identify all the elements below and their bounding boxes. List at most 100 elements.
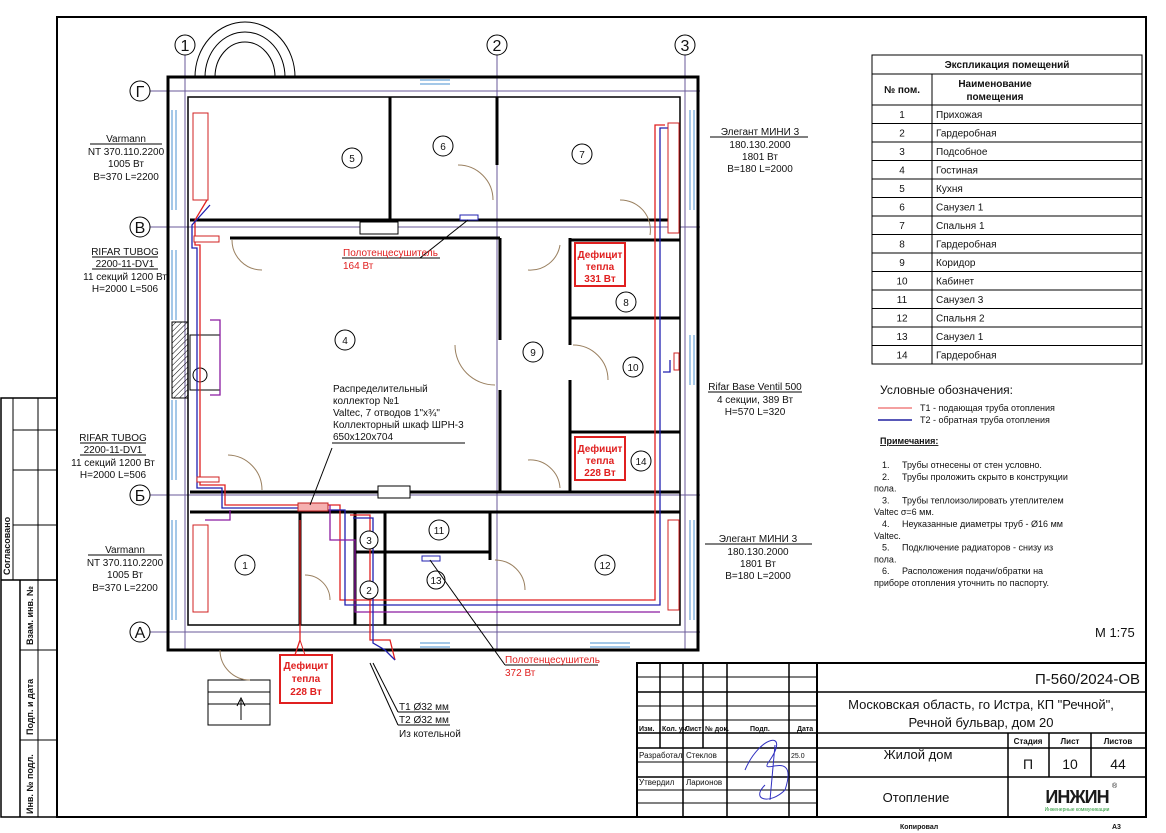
tb-hdr-date: Дата [797,726,813,733]
svg-text:Дефицит: Дефицит [578,249,623,261]
svg-text:B=180 L=2000: B=180 L=2000 [725,571,791,582]
tb-hdr-sign: Подп. [750,726,770,733]
svg-text:H=2000 L=506: H=2000 L=506 [80,470,147,481]
explication-row-number: 5 [899,184,905,195]
annotation-inlet: T1 Ø32 мм T2 Ø32 мм Из котельной [369,662,461,740]
deficit-room-14: Дефицит тепла 228 Вт [574,436,626,481]
axis-label: Г [136,84,145,101]
tb-address-2: Речной бульвар, дом 20 [909,715,1054,730]
explication-row-name: Прихожая [936,110,982,121]
room-number: 14 [635,457,647,468]
notes-list: 1. Трубы отнесены от стен условно.2. Тру… [874,460,1068,588]
svg-text:Коллекторный шкаф ШРН-3: Коллекторный шкаф ШРН-3 [333,419,464,431]
room-number: 3 [366,536,372,547]
annotation-radiator-room-12: Элегант МИНИ 3 180.130.2000 1801 Вт B=18… [705,534,812,582]
note-line: 3. Трубы теплоизолировать утеплителем [882,495,1064,505]
svg-text:372 Вт: 372 Вт [505,668,536,679]
room-markers: 1 2 3 4 5 6 7 8 9 10 11 12 13 14 [234,135,652,600]
svg-text:11 секций 1200 Вт: 11 секций 1200 Вт [71,458,155,469]
explication-table: Экспликация помещений № пом. Наименовани… [871,54,1143,365]
windows [171,79,695,648]
heat-deficit-boxes: Дефицит тепла 331 Вт Дефицит тепла 228 В… [279,242,626,704]
explication-row-name: Кабинет [936,276,974,288]
svg-text:B=370 L=2200: B=370 L=2200 [93,172,159,183]
explication-col-name-1: Наименование [958,79,1032,90]
annotation-radiator-room-5: Varmann NT 370.110.2200 1005 Вт B=370 L=… [88,134,165,183]
svg-text:Из котельной: Из котельной [399,729,461,740]
side-stamp: Согласовано Взам. инв. № Подп. и дата Ин… [0,397,58,818]
tb-hdr-doc: № док. [705,725,729,733]
annotation-towel-dryer-2: Полотенцесушитель 372 Вт [429,559,600,679]
scale-label: М 1:75 [1095,625,1135,640]
explication-row-number: 11 [897,295,908,306]
annotation-tubog-bottom: RIFAR TUBOG 2200-11-DV1 11 секций 1200 В… [71,433,155,481]
tb-sheet-title: Отопление [883,790,950,805]
explication-row-name: Гардеробная [936,128,997,140]
svg-text:B=370 L=2200: B=370 L=2200 [92,583,158,594]
tb-stage-label: Стадия [1014,737,1043,746]
note-line: пола. [874,484,896,494]
room-number: 13 [430,576,442,587]
deficit-room-8: Дефицит тепла 331 Вт [574,242,626,287]
svg-text:T2 Ø32 мм: T2 Ø32 мм [399,715,449,726]
svg-text:B=180 L=2000: B=180 L=2000 [727,164,793,175]
grid-axes: 1 2 3 Г В Б А [129,34,700,650]
axis-label: 2 [493,38,502,55]
tb-sheet-label: Лист [1061,737,1080,746]
explication-row-number: 12 [896,314,908,325]
explication-row-name: Гостиная [936,166,978,177]
svg-text:NT 370.110.2200: NT 370.110.2200 [87,558,164,569]
room-number: 8 [623,298,629,309]
radiators [192,112,680,613]
notes-title: Примечания: [880,436,938,446]
note-line: 6. Расположения подачи/обратки на [882,566,1043,576]
title-block: Изм. Кол. уч. Лист № док. Подп. Дата Раз… [636,662,1147,831]
svg-text:коллектор №1: коллектор №1 [333,396,400,407]
note-line: 4. Неуказанные диаметры труб - Ø16 мм [882,519,1063,529]
explication-row-name: Подсобное [936,146,988,158]
radiator-room-10 [673,352,680,371]
annotation-radiator-room-10: Rifar Base Ventil 500 4 секции, 389 Вт H… [708,382,802,418]
tb-sheet: 10 [1062,756,1078,772]
explication-row-name: Гардеробная [936,350,997,362]
svg-text:164 Вт: 164 Вт [343,261,374,272]
tb-sheets: 44 [1110,756,1126,772]
svg-text:Дефицит: Дефицит [578,443,623,455]
tb-building: Жилой дом [884,747,953,762]
stamp-inv-orig: Инв. № подл. [25,754,35,814]
note-line: Valtec σ=6 мм. [874,507,934,517]
svg-text:Элегант МИНИ 3: Элегант МИНИ 3 [719,534,798,545]
svg-text:Распределительный: Распределительный [333,384,428,395]
svg-text:Varmann: Varmann [105,545,145,556]
annotation-radiator-room-1: Varmann NT 370.110.2200 1005 Вт B=370 L=… [87,545,164,594]
room-number: 1 [242,561,248,572]
tb-hdr-izm: Изм. [639,726,655,733]
legend-title: Условные обозначения: [880,383,1013,397]
legend: Условные обозначения: T1 - подающая труб… [874,383,1068,588]
svg-text:650x120x704: 650x120x704 [333,432,393,443]
room-number: 6 [440,142,446,153]
svg-text:180.130.2000: 180.130.2000 [729,140,791,151]
logo-registered: ® [1112,782,1118,790]
svg-text:Полотенцесушитель: Полотенцесушитель [343,248,438,259]
explication-row-name: Кухня [936,184,963,195]
towel-dryer-2 [421,555,441,562]
explication-col-name-2: помещения [967,92,1024,103]
svg-text:тепла: тепла [586,456,615,467]
tb-hdr-kol: Кол. уч. [662,726,689,733]
explication-title: Экспликация помещений [945,60,1070,71]
note-line: Valtec. [874,531,901,541]
room-number: 5 [349,154,355,165]
stamp-sign-date: Подп. и дата [25,678,35,735]
axis-label: А [135,625,146,642]
logo: ИНЖИН [1045,787,1108,807]
svg-text:1005 Вт: 1005 Вт [107,570,143,581]
svg-text:H=570 L=320: H=570 L=320 [725,407,786,418]
svg-text:180.130.2000: 180.130.2000 [727,547,789,558]
explication-row-name: Гардеробная [936,239,997,251]
room-number: 2 [366,586,372,597]
note-line: пола. [874,554,896,564]
svg-text:11 секций 1200 Вт: 11 секций 1200 Вт [83,272,167,283]
tb-stage: П [1023,756,1033,772]
room-number: 4 [342,336,348,347]
